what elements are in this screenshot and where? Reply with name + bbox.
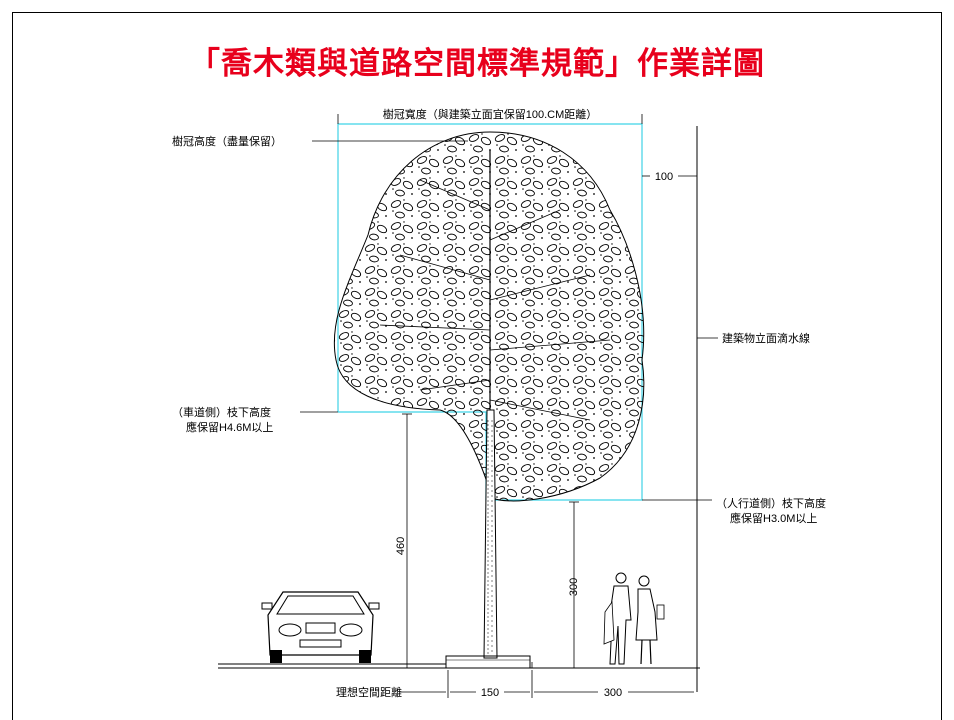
planting-bed (445, 655, 533, 668)
sidewalk-side-clearance-label-2: 應保留H3.0M以上 (730, 511, 817, 525)
planting-width-dimension: 150 (481, 687, 499, 699)
page-title: 「喬木類與道路空間標準規範」作業詳圖 (189, 46, 765, 82)
crown-width-label: 樹冠寬度（與建築立面宜保留100.CM距離） (383, 107, 598, 121)
road-clearance-dimension: 460 (395, 537, 407, 555)
sidewalk-clearance-dimension: 300 (568, 578, 580, 596)
road-side-clearance-label-2: 應保留H4.6M以上 (186, 420, 273, 434)
ideal-distance-label: 理想空間距離 (336, 685, 402, 699)
slide-frame (12, 12, 942, 720)
tree-trunk (483, 409, 498, 659)
crown-height-label: 樹冠高度（盡量保留） (172, 134, 282, 148)
road-side-clearance-label-1: （車道側）枝下高度 (172, 405, 271, 419)
building-dripline-label: 建築物立面滴水線 (722, 331, 810, 345)
pedestrians-illustration (603, 572, 665, 665)
top-offset-dimension: 100 (655, 171, 673, 183)
car-illustration (261, 591, 380, 663)
sidewalk-width-dimension: 300 (604, 687, 622, 699)
sidewalk-side-clearance-label-1: （人行道側）枝下高度 (716, 496, 826, 510)
